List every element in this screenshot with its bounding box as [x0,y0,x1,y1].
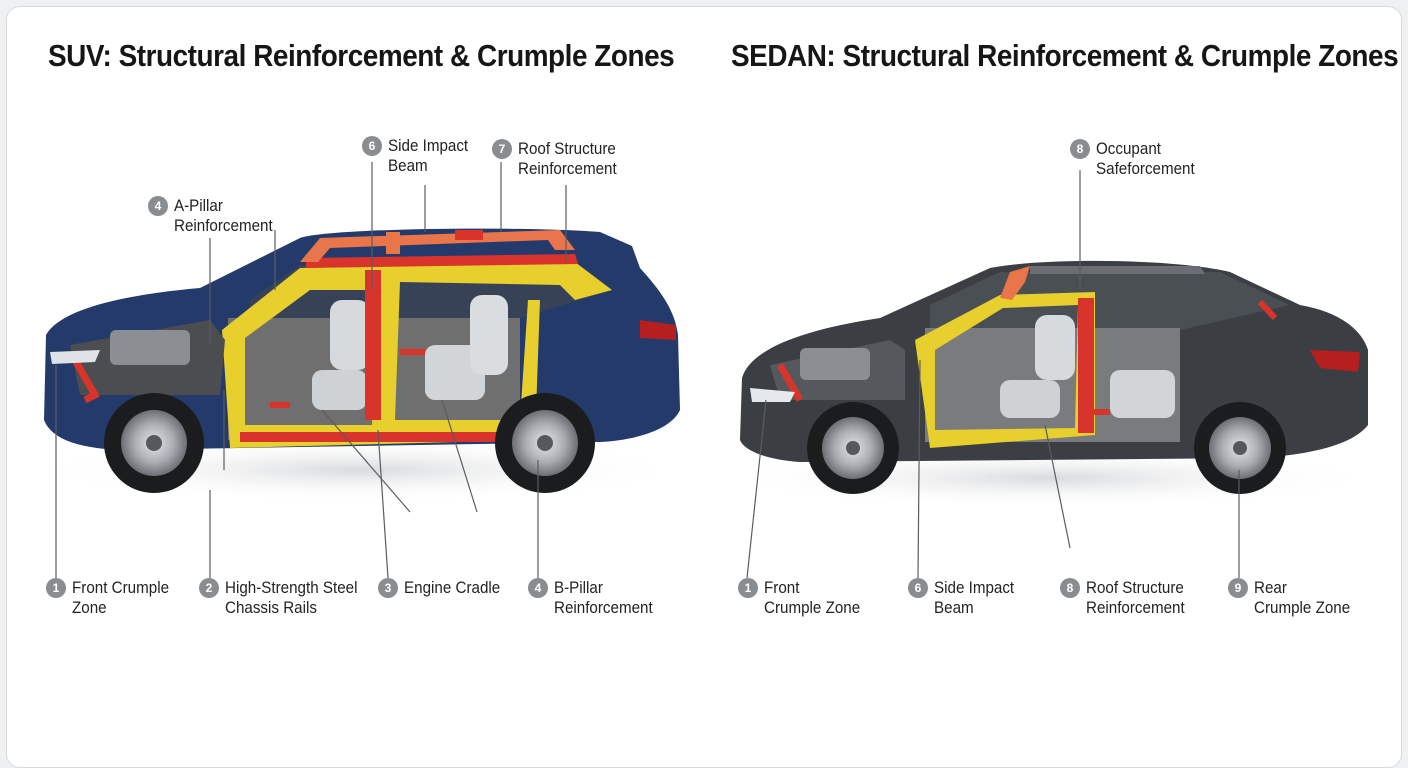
callout-number-badge: 3 [378,578,398,598]
label-line: Beam [934,599,974,617]
suv-front-wheel [104,393,204,493]
label-line: Beam [388,157,428,175]
label-line: Side Impact [934,579,1015,597]
suv-label-engine-cradle: 3 Engine Cradle [378,578,509,598]
label-line: Rear [1254,579,1287,597]
suv-reinforcement-frame [222,262,612,448]
label-line: Side Impact [388,137,469,155]
callout-number-badge: 9 [1228,578,1248,598]
callout-number-badge: 4 [528,578,548,598]
callout-number-badge: 1 [46,578,66,598]
callout-number-badge: 4 [148,196,168,216]
suv-panel-title: SUV: Structural Reinforcement & Crumple … [48,38,675,73]
callout-number-badge: 8 [1070,139,1090,159]
callout-number-badge: 6 [908,578,928,598]
sedan-roof-structure [1000,266,1030,300]
sedan-rear-wheel [1194,402,1286,494]
callout-number-badge: 8 [1060,578,1080,598]
label-line: Engine Cradle [404,579,501,597]
label-line: Reinforcement [1086,599,1185,617]
sedan-panel-title: SEDAN: Structural Reinforcement & Crumpl… [731,38,1399,73]
label-line: Occupant [1096,140,1161,158]
suv-roof-structure [300,230,575,262]
label-line: Crumple Zone [764,599,861,617]
callout-number-badge: 7 [492,139,512,159]
callout-number-badge: 1 [738,578,758,598]
label-line: Crumple Zone [1254,599,1351,617]
label-line: Zone [72,599,107,617]
leader-lines [55,162,1240,579]
label-line: Roof Structure [518,140,616,158]
label-line: Reinforcement [174,217,273,235]
label-line: Front Crumple [72,579,170,597]
label-line: Reinforcement [554,599,653,617]
callout-number-badge: 2 [199,578,219,598]
label-line: Front [764,579,800,597]
sedan-illustration [720,260,1380,508]
suv-illustration [30,228,690,502]
label-line: B-Pillar [554,579,603,597]
label-line: High-Strength Steel [225,579,358,597]
label-line: Chassis Rails [225,599,317,617]
suv-rear-wheel [495,393,595,493]
label-line: Reinforcement [518,160,617,178]
sedan-front-wheel [807,402,899,494]
callout-number-badge: 6 [362,136,382,156]
label-line: A-Pillar [174,197,223,215]
sedan-reinforcement-frame [915,292,1095,448]
label-line: Roof Structure [1086,579,1184,597]
label-line: Safeforcement [1096,160,1195,178]
